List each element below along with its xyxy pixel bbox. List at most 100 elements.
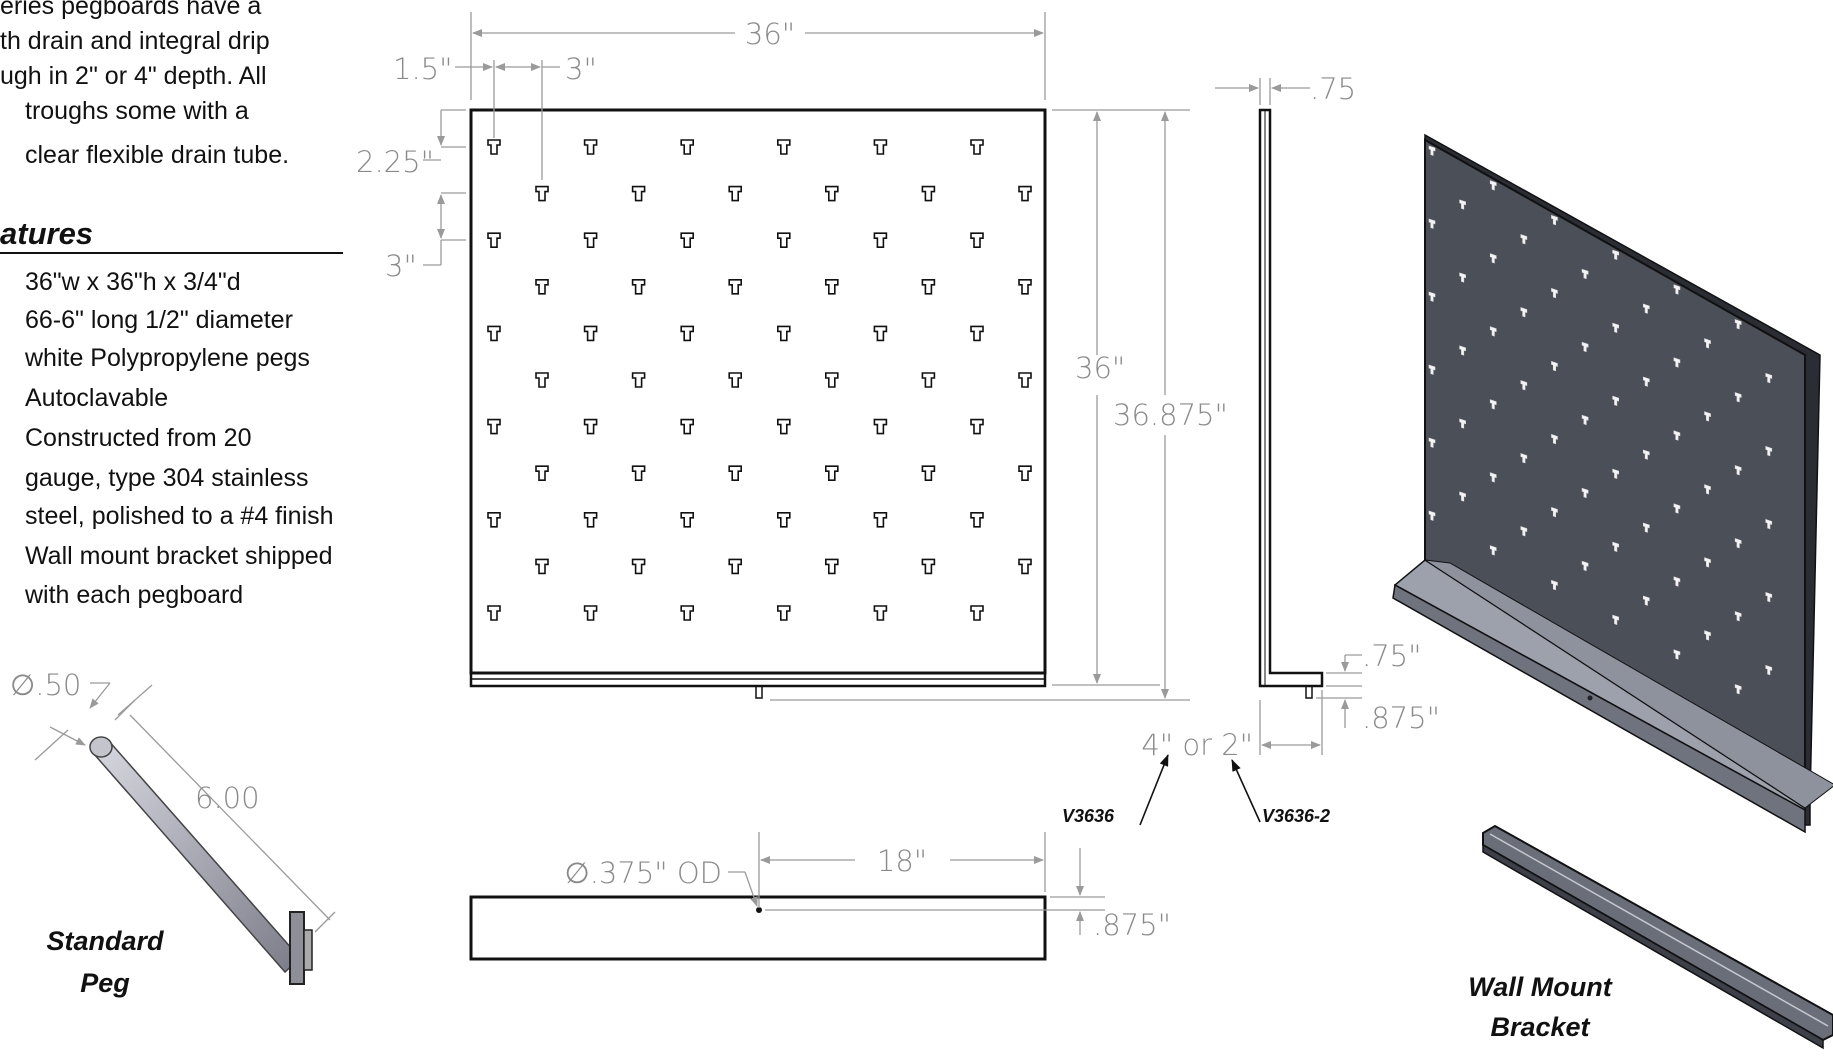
wall-mount-bracket: Wall Mount Bracket xyxy=(1468,824,1833,1050)
peg-hole xyxy=(680,232,694,248)
peg-hole xyxy=(631,372,646,388)
iso-trough-floor xyxy=(1424,559,1833,809)
peg-length-ext xyxy=(114,699,136,721)
peg-hole xyxy=(873,139,888,155)
peg-hole xyxy=(583,232,598,248)
peg-hole xyxy=(583,139,598,155)
iso-peg-hole xyxy=(1551,580,1558,591)
peg-hole xyxy=(777,511,791,528)
iso-peg-hole xyxy=(1612,468,1619,479)
peg-hole xyxy=(825,465,839,481)
iso-peg-hole xyxy=(1704,411,1711,422)
peg-hole xyxy=(583,511,598,528)
peg-hole xyxy=(777,139,791,155)
peg-hole xyxy=(535,372,549,388)
peg-hole xyxy=(873,418,888,435)
row-spacing-label: 3" xyxy=(385,249,417,283)
peg-hole xyxy=(921,185,936,202)
feature-line: steel, polished to a #4 finish xyxy=(25,502,334,530)
iso-peg-hole xyxy=(1551,507,1558,518)
trough-height-label: .75" xyxy=(1362,639,1421,673)
peg-hole xyxy=(680,139,694,155)
iso-peg-hole xyxy=(1673,430,1681,441)
peg-hole xyxy=(970,325,984,342)
peg-hole xyxy=(921,372,936,388)
peg-hole xyxy=(487,139,501,155)
iso-peg-hole xyxy=(1581,341,1589,353)
peg-hole xyxy=(631,465,646,481)
peg-hole xyxy=(680,605,694,621)
peg-hole xyxy=(728,279,742,295)
iso-peg-hole xyxy=(1734,684,1742,695)
model-2in-leader xyxy=(1231,759,1261,823)
peg-hole xyxy=(1018,279,1032,295)
iso-peg-hole xyxy=(1459,199,1466,210)
peg-hole xyxy=(1018,465,1032,481)
iso-peg-hole xyxy=(1459,491,1466,502)
standard-peg-detail: ∅.50 6.00 Standard Peg xyxy=(10,668,336,998)
front-drain-spout xyxy=(755,685,763,699)
peg-extension-line xyxy=(34,729,69,761)
peg-length-label: 6.00 xyxy=(195,781,260,815)
width-label: 36" xyxy=(745,17,795,51)
drain-label: ∅.375" OD xyxy=(564,856,722,890)
intro-line: th drain and integral drip xyxy=(0,27,270,55)
peg-caption: Peg xyxy=(80,968,130,998)
peg-hole xyxy=(680,418,694,435)
iso-peg-hole xyxy=(1520,380,1528,391)
overall-height-label: 36.875" xyxy=(1113,398,1228,432)
iso-peg-hole xyxy=(1459,345,1466,356)
drain-label-arrow xyxy=(744,871,758,907)
iso-peg-hole xyxy=(1520,453,1528,464)
peg-hole xyxy=(921,465,936,481)
iso-peg-hole xyxy=(1704,338,1711,349)
iso-peg-hole xyxy=(1734,465,1742,476)
peg-hole xyxy=(970,511,984,528)
peg-hole xyxy=(825,558,839,575)
side-drain-spout xyxy=(1305,685,1313,699)
top-offset-label: 2.25" xyxy=(356,145,434,179)
feature-line: Autoclavable xyxy=(25,384,168,412)
isometric-view xyxy=(1392,133,1833,834)
peg-hole xyxy=(728,372,742,388)
iso-peg-hole xyxy=(1428,145,1436,156)
peg-hole xyxy=(777,418,791,435)
iso-peg-holes xyxy=(1428,145,1773,695)
offset-label: .875" xyxy=(1093,908,1171,942)
peg-hole xyxy=(970,139,984,155)
model-2in-label: V3636-2 xyxy=(1262,806,1330,826)
iso-drain xyxy=(1587,695,1593,701)
iso-peg-hole xyxy=(1765,372,1773,384)
center-label: 18" xyxy=(877,844,927,878)
iso-peg-hole xyxy=(1642,449,1650,460)
feature-line: 66-6" long 1/2" diameter xyxy=(25,306,293,334)
peg-hole xyxy=(487,418,501,435)
intro-text: eries pegboards have a th drain and inte… xyxy=(0,0,289,169)
intro-line: clear flexible drain tube. xyxy=(25,141,289,169)
iso-peg-hole xyxy=(1612,541,1619,552)
iso-peg-hole xyxy=(1551,434,1558,445)
feature-line: gauge, type 304 stainless xyxy=(25,464,309,492)
peg-hole xyxy=(680,325,694,342)
iso-peg-hole xyxy=(1581,268,1589,280)
iso-peg-hole xyxy=(1612,249,1619,260)
iso-peg-hole xyxy=(1612,322,1619,333)
front-view: 36" 1.5" 3" 2.25" 3" 36" 36.875" xyxy=(356,12,1228,701)
peg-flange xyxy=(289,911,305,985)
iso-peg-hole xyxy=(1551,361,1558,372)
iso-peg-hole xyxy=(1765,445,1773,457)
peg-hole xyxy=(728,558,742,575)
bracket-highlight xyxy=(1489,833,1829,1027)
height-label: 36" xyxy=(1075,351,1125,385)
iso-peg-hole xyxy=(1765,518,1773,530)
peg-hole xyxy=(535,279,549,295)
iso-peg-hole xyxy=(1459,272,1466,283)
features-heading: atures xyxy=(0,216,93,251)
peg-hole xyxy=(921,279,936,295)
peg-hole xyxy=(921,558,936,575)
peg-hole xyxy=(535,558,549,575)
intro-line: ugh in 2" or 4" depth. All xyxy=(0,62,267,90)
edge-offset-label: 1.5" xyxy=(393,52,452,86)
iso-peg-hole xyxy=(1459,418,1466,429)
